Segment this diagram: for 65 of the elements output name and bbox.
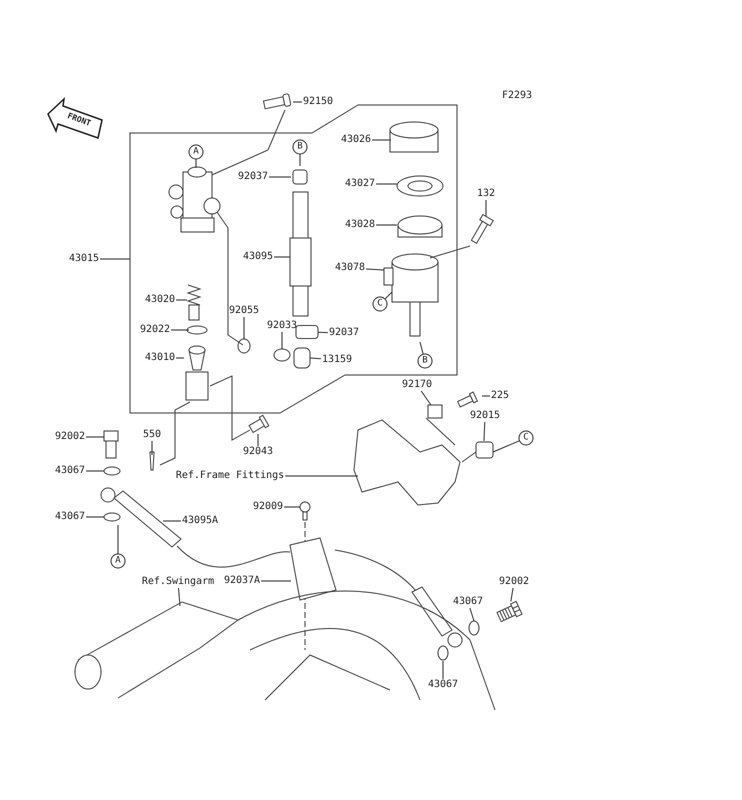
part-number: 92002 bbox=[54, 431, 86, 443]
part-number: 92033 bbox=[266, 320, 298, 332]
leader-line bbox=[162, 520, 182, 522]
part-number: 43078 bbox=[334, 262, 366, 274]
leader-line bbox=[442, 660, 444, 680]
part-number: 92022 bbox=[138, 324, 172, 336]
direction-label: FRONT bbox=[65, 110, 94, 130]
leader-line bbox=[366, 268, 384, 270]
leader-line bbox=[420, 342, 424, 354]
leader-line bbox=[260, 580, 292, 582]
reference-note: Ref.Swingarm bbox=[140, 576, 216, 588]
leader-line bbox=[484, 422, 486, 442]
leader-line bbox=[284, 506, 300, 508]
reference-circle: C bbox=[372, 296, 388, 312]
reference-circle: A bbox=[110, 554, 126, 568]
part-number: 92015 bbox=[468, 410, 502, 422]
part-number: 92150 bbox=[302, 96, 334, 108]
part-number: 43095 bbox=[242, 251, 274, 263]
reference-circle: B bbox=[418, 354, 432, 368]
part-number: 92170 bbox=[400, 379, 434, 391]
hose-clip bbox=[296, 325, 318, 339]
leader-line bbox=[86, 516, 104, 518]
part-number: 43015 bbox=[68, 253, 100, 265]
part-number: 550 bbox=[142, 429, 162, 441]
part-number: 92055 bbox=[228, 305, 260, 317]
leader-line bbox=[274, 256, 290, 258]
reference-circle: B bbox=[292, 140, 308, 154]
leader-line bbox=[420, 390, 432, 406]
part-number: 92009 bbox=[252, 501, 284, 513]
reference-circle: A bbox=[188, 144, 204, 160]
leader-line bbox=[178, 588, 180, 606]
part-number: 43010 bbox=[144, 352, 176, 364]
part-number: 92037A bbox=[222, 575, 262, 587]
part-number: 43026 bbox=[340, 134, 372, 146]
part-number: 92037 bbox=[328, 327, 360, 339]
part-number: 43028 bbox=[344, 219, 376, 231]
part-number: 92002 bbox=[498, 576, 530, 588]
leader-line bbox=[384, 292, 392, 300]
part-number: 43095A bbox=[180, 515, 220, 527]
figure-number: F2293 bbox=[500, 90, 534, 102]
part-number: 225 bbox=[490, 390, 510, 402]
part-number: 43067 bbox=[54, 511, 86, 523]
part-number: 13159 bbox=[320, 354, 354, 366]
part-number: 43067 bbox=[426, 679, 460, 691]
leader-line bbox=[86, 436, 104, 438]
leader-line bbox=[268, 176, 292, 178]
reference-circle: C bbox=[518, 430, 534, 446]
leader-line bbox=[492, 440, 520, 452]
leader-line bbox=[469, 608, 474, 622]
leader-line bbox=[318, 332, 328, 334]
reference-note: Ref.Frame Fittings bbox=[174, 470, 286, 482]
leader-line bbox=[376, 224, 398, 226]
banjo-bolt-drawing bbox=[496, 600, 523, 622]
part-number: 92043 bbox=[242, 446, 274, 458]
leader-line bbox=[100, 258, 130, 260]
part-number: 92037 bbox=[236, 171, 270, 183]
part-number: 43067 bbox=[54, 465, 86, 477]
part-number: 43027 bbox=[344, 178, 376, 190]
part-number: 132 bbox=[476, 188, 496, 200]
part-number: 43020 bbox=[144, 294, 176, 306]
leader-line bbox=[310, 358, 322, 360]
o-ring bbox=[238, 338, 250, 354]
leader-line bbox=[86, 470, 104, 472]
leader-line bbox=[510, 588, 514, 602]
part-number: 43067 bbox=[452, 596, 484, 608]
